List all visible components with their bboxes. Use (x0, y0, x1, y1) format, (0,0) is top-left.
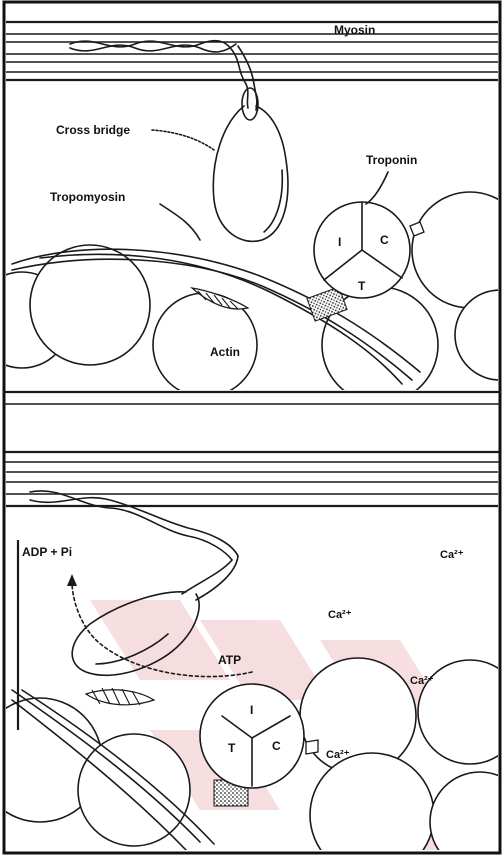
calcium-ion-label: Ca²⁺ (410, 675, 434, 687)
panel-separator (4, 392, 500, 462)
troponin-c-label: C (380, 233, 389, 247)
troponin-label: Troponin (366, 153, 417, 167)
troponin-complex-top: I C T (314, 202, 424, 298)
tropomyosin-leader (160, 204, 200, 240)
cross-bridge-head (213, 88, 288, 241)
cross-bridge-leader (152, 130, 214, 150)
actin-globule (310, 753, 434, 855)
calcium-ion-label: Ca²⁺ (326, 749, 350, 761)
troponin-c-label-bottom: C (272, 739, 281, 753)
troponin-t-label-bottom: T (228, 741, 236, 755)
cross-bridge-label: Cross bridge (56, 123, 130, 137)
calcium-ion-label: Ca²⁺ (328, 609, 352, 621)
actin-globule (430, 772, 504, 855)
adp-pi-label: ADP + Pi (22, 545, 72, 559)
atp-label: ATP (218, 653, 241, 667)
tropomyosin-label: Tropomyosin (50, 190, 125, 204)
myosin-tail-top (70, 41, 257, 110)
arrow-head-up (67, 574, 77, 586)
actin-filament-top (0, 192, 504, 403)
troponin-i-label-bottom: I (250, 703, 253, 717)
calcium-ion-label: Ca²⁺ (440, 549, 464, 561)
myosin-label: Myosin (334, 23, 375, 37)
binding-site-bottom (86, 688, 154, 705)
actin-label: Actin (210, 345, 240, 359)
troponin-t-label: T (358, 279, 366, 293)
actin-globule (78, 734, 190, 846)
troponin-leader (366, 172, 388, 204)
top-panel: I C T Myosin Cross bridge Troponin Tropo… (0, 22, 504, 403)
troponin-i-label: I (338, 235, 341, 249)
